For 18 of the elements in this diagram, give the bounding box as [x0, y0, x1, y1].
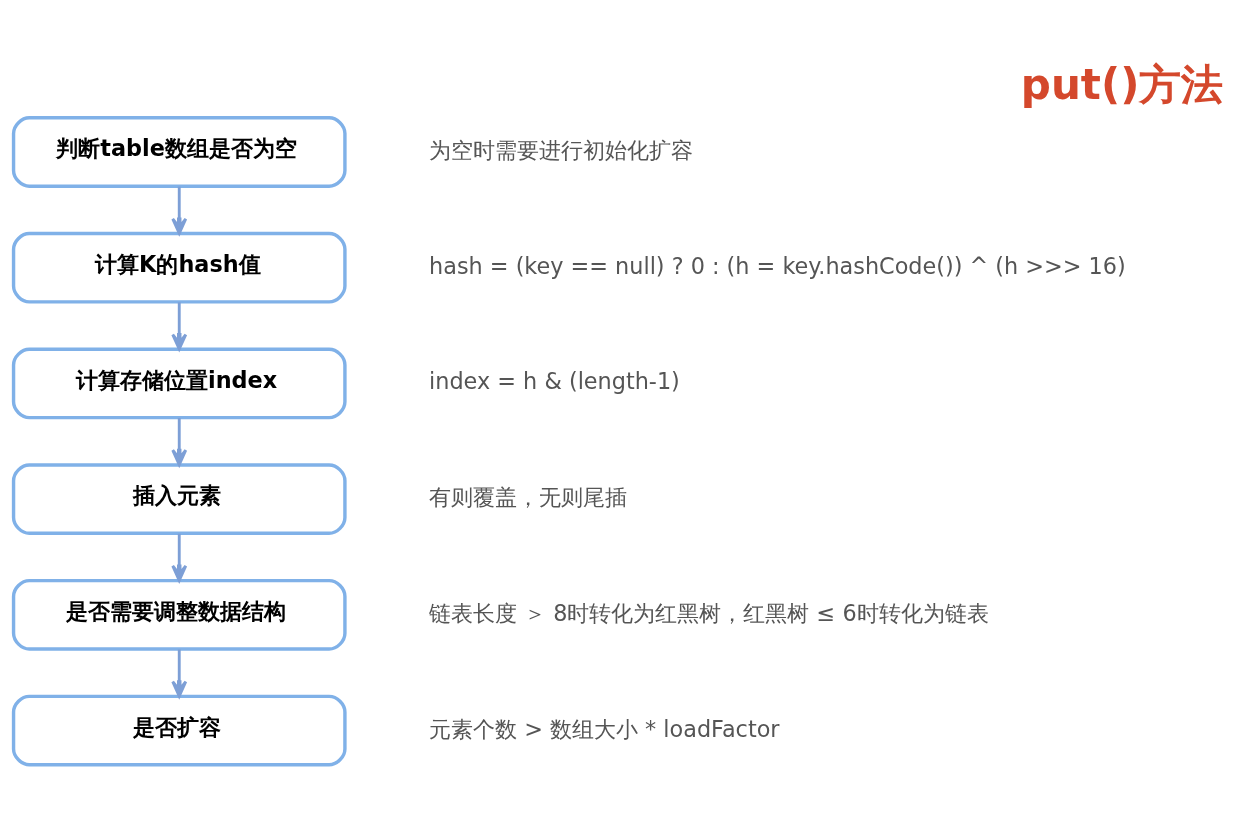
- node-box: 计算K的hash值: [11, 231, 347, 304]
- diagram-title: put()方法: [1020, 59, 1224, 109]
- arrow: [171, 186, 188, 235]
- node-label: 为空时需要进行初始化扩容: [429, 137, 694, 164]
- node-box: 是否扩容: [11, 694, 347, 767]
- node-box: 判断table数组是否为空: [11, 116, 347, 188]
- node-box: 插入元素: [11, 463, 347, 535]
- node-box: 是否需要调整数据结构: [11, 578, 347, 651]
- node-label: 元素个数 > 数组大小 * loadFactor: [429, 715, 780, 742]
- node-label: 有则覆盖，无则尾插: [429, 484, 628, 511]
- node-label: hash = (key == null) ? 0 : (h = key.hashCode()) ^ (h >>> 16): [429, 252, 1126, 279]
- node-label: index = h & (length-1): [429, 368, 680, 395]
- arrow: [171, 418, 188, 467]
- arrow: [171, 649, 188, 698]
- node-label: 链表长度 ＞ 8时转化为红黑树，红黑树 ≤ 6时转化为链表: [429, 599, 989, 626]
- node-box: 计算存储位置index: [11, 347, 347, 420]
- arrow: [171, 533, 188, 582]
- arrow: [171, 302, 188, 351]
